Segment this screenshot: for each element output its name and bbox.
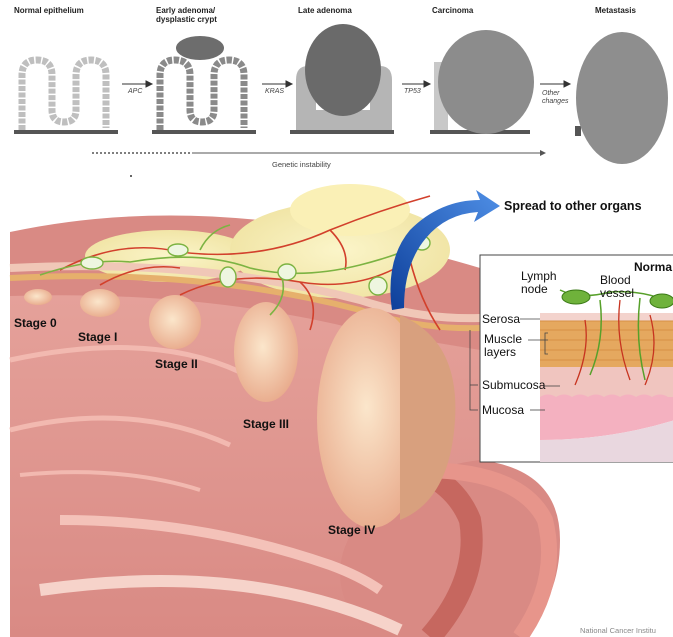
blood-vessel-label: Blood vessel (600, 274, 634, 300)
mutation-other: Other changes (542, 90, 568, 106)
layer-serosa-label: Serosa (482, 313, 520, 326)
early-adenoma (160, 60, 244, 130)
layer-submucosa-label: Submucosa (482, 379, 545, 392)
stage-title-normal: Normal epithelium (14, 6, 84, 15)
metastasis (576, 32, 668, 164)
genetic-instability-label: Genetic instability (272, 160, 331, 169)
credit-label: National Cancer Institu (580, 626, 656, 635)
mutation-kras: KRAS (265, 88, 284, 95)
tumor-stage-3 (234, 302, 298, 402)
stage-title-late-adenoma: Late adenoma (298, 6, 352, 15)
tumor-stage-2 (149, 295, 201, 349)
tumor-stage-0 (24, 289, 52, 305)
stage-0-label: Stage 0 (14, 316, 57, 330)
stage-4-label: Stage IV (328, 523, 375, 537)
colon-illustration (10, 184, 560, 637)
mutation-tp53: TP53 (404, 88, 421, 95)
lymph-node-icon (562, 290, 590, 304)
inset-title: Norma (634, 260, 672, 274)
spread-label: Spread to other organs (504, 199, 642, 213)
stage-title-early-adenoma: Early adenoma/ dysplastic crypt (156, 6, 217, 24)
layer-mucosa-label: Mucosa (482, 404, 524, 417)
late-adenoma (296, 24, 392, 130)
tumor-stage-1 (80, 289, 120, 317)
stage-1-label: Stage I (78, 330, 117, 344)
stage-2-label: Stage II (155, 357, 198, 371)
lymph-node-label: Lymph node (521, 270, 557, 296)
layer-muscle-label: Muscle layers (484, 333, 522, 359)
progression-diagram (14, 24, 668, 176)
carcinoma (434, 30, 534, 134)
normal-crypt (22, 60, 106, 130)
stage-3-label: Stage III (243, 417, 289, 431)
mutation-apc: APC (128, 88, 142, 95)
stage-title-carcinoma: Carcinoma (432, 6, 473, 15)
stage-title-metastasis: Metastasis (595, 6, 636, 15)
